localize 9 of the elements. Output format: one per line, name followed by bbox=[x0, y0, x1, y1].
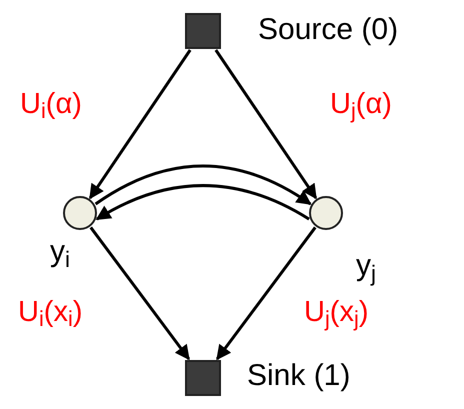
arrow bbox=[96, 184, 310, 220]
arrow bbox=[90, 226, 190, 360]
square-node bbox=[185, 13, 221, 49]
node-label: y$_{j}$ bbox=[356, 248, 376, 284]
node-label: Source (0) bbox=[258, 12, 398, 48]
node-label: Sink (1) bbox=[247, 358, 350, 394]
square-node bbox=[185, 360, 221, 396]
node-label: y$_{i}$ bbox=[50, 234, 70, 270]
arrow bbox=[216, 226, 316, 360]
